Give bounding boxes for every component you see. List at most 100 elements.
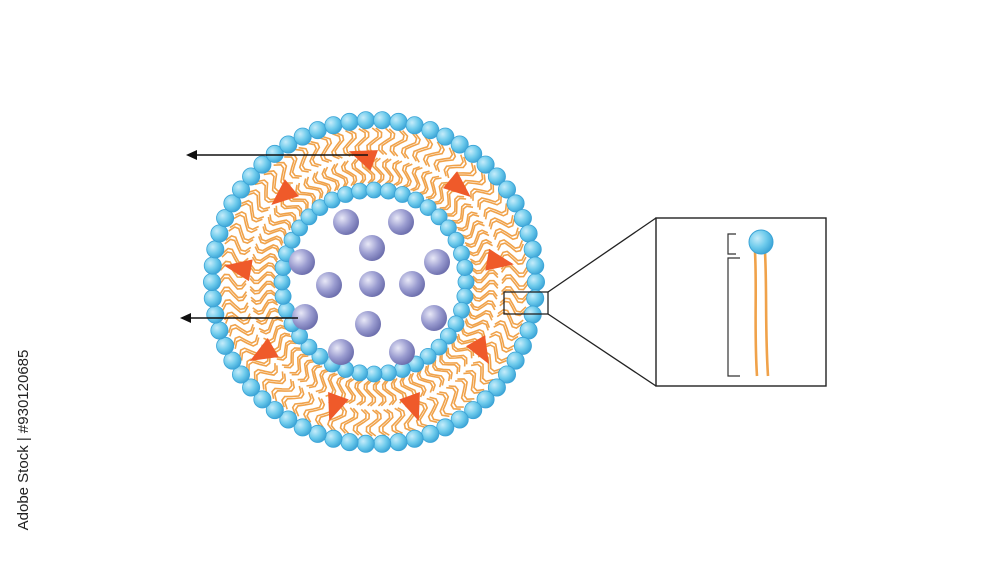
phospholipid-head-icon (436, 127, 455, 146)
lipid-tail-icon (443, 154, 464, 177)
lipid-tail-icon (289, 353, 307, 374)
lipid-tail-icon (484, 206, 510, 220)
lipid-tail-icon (472, 272, 499, 284)
lipid-tail-icon (408, 373, 425, 398)
phospholipid-head-icon (487, 167, 506, 186)
phospholipid-head-icon (223, 194, 242, 213)
lipid-tail-icon (254, 307, 280, 323)
lipid-tail-icon (219, 286, 248, 299)
lipid-tail-icon (463, 372, 482, 394)
lipid-tail-icon (425, 142, 445, 168)
lipid-tail-icon (321, 167, 338, 192)
phospholipid-head-icon (365, 365, 383, 383)
phospholipid-head-icon (476, 155, 495, 174)
phospholipid-head-icon (379, 182, 397, 200)
lipid-tail-icon (467, 238, 493, 255)
lipid-tail-icon (249, 273, 276, 285)
phospholipid-head-icon (311, 347, 329, 365)
phospholipid-head-icon (340, 433, 359, 452)
lipid-tail-icon (460, 328, 485, 341)
lipid-tail-icon (266, 170, 285, 192)
lipid-tail-icon (375, 380, 387, 407)
triangle-marker-icon (485, 248, 514, 271)
lipid-tail-icon (303, 178, 322, 200)
lipid-tail-icon (224, 314, 252, 325)
phospholipid-head-icon (223, 351, 242, 370)
lipid-tail-icon (425, 175, 440, 199)
phospholipid-head-icon (464, 144, 483, 163)
lipid-tail-icon (254, 181, 276, 204)
lipid-tail-icon (381, 408, 394, 436)
triangle-marker-icon (399, 392, 420, 422)
lipid-tail-icon (224, 238, 251, 256)
lipid-tail-icon (280, 199, 301, 217)
lipid-tail-icon (434, 183, 451, 205)
lipid-tail-icon (250, 262, 277, 272)
lipid-tail-icon (461, 222, 485, 240)
lipid-tail-icon (441, 190, 459, 211)
phospholipid-head-icon (519, 321, 538, 340)
lipid-tail-icon (494, 320, 520, 338)
lipid-tail-icon (239, 202, 263, 223)
lipid-tail-icon (389, 129, 405, 157)
lipid-tail-icon (467, 312, 493, 321)
lipid-tail-icon (501, 274, 529, 287)
lipid-tail-icon (445, 349, 466, 367)
lipid-tail-icon (252, 301, 279, 316)
lipid-tail-icon (241, 199, 265, 220)
phospholipid-head-icon (206, 305, 225, 324)
lipid-tail-icon (369, 409, 382, 437)
lipid-tail-icon (457, 378, 475, 401)
phospholipid-head-icon (450, 135, 469, 154)
lipid-tail-icon (429, 396, 441, 422)
lipid-tail-icon (433, 147, 454, 171)
phospholipid-head-icon (373, 111, 392, 130)
lipid-tail-icon (432, 360, 451, 382)
lipid-tail-icon (446, 156, 467, 179)
particle-icon (359, 271, 385, 297)
lipid-tail-icon (251, 255, 278, 265)
phospholipid-head-icon (450, 410, 469, 429)
lipid-tail-icon (446, 386, 461, 410)
phospholipid-head-icon (356, 111, 375, 130)
phospholipid-head-icon (527, 272, 546, 291)
lipid-tail-icon (297, 182, 316, 204)
phospholipid-head-icon (202, 272, 221, 291)
lipid-tail-icon (273, 208, 296, 224)
lipid-tail-icon (234, 337, 260, 349)
lipid-tail-icon (219, 264, 247, 279)
arrow-lower (180, 313, 298, 323)
lipid-tail-icon (412, 167, 423, 192)
lipid-tail-icon (351, 158, 364, 185)
lipid-tail-icon (366, 127, 379, 155)
lipid-tail-icon (471, 292, 498, 302)
lipid-tail-icon (472, 279, 499, 291)
lipid-tail-icon (249, 280, 276, 292)
lipid-tail-icon (343, 407, 359, 435)
lipid-tail-icon (432, 181, 448, 204)
particle-icon (399, 271, 425, 297)
phospholipid-head-icon (253, 155, 272, 174)
phospholipid-head-icon (506, 351, 525, 370)
lipid-tail-icon (234, 211, 260, 231)
lipid-tail-icon (452, 205, 474, 224)
lipid-tail-icon (400, 132, 418, 159)
lipid-tail-icon (763, 251, 770, 377)
phospholipid-head-icon (337, 186, 355, 203)
phospholipid-inset (655, 217, 827, 387)
lipid-tail-icon (465, 369, 485, 392)
lipid-tail-icon (232, 334, 259, 346)
lipid-tail-icon (271, 378, 293, 399)
particle-icon (388, 209, 414, 235)
lipid-tail-icon (497, 242, 524, 253)
lipid-tail-icon (436, 149, 457, 173)
phospholipid-head-icon (340, 112, 359, 131)
inset-bracket-head (727, 233, 736, 255)
lipid-tail-icon (342, 129, 354, 157)
phospholipid-head-icon (356, 434, 375, 453)
triangle-marker-icon (224, 259, 253, 282)
phospholipid-head-icon (216, 209, 235, 228)
lipid-tail-icon (499, 300, 526, 317)
particle-icon (389, 339, 415, 365)
